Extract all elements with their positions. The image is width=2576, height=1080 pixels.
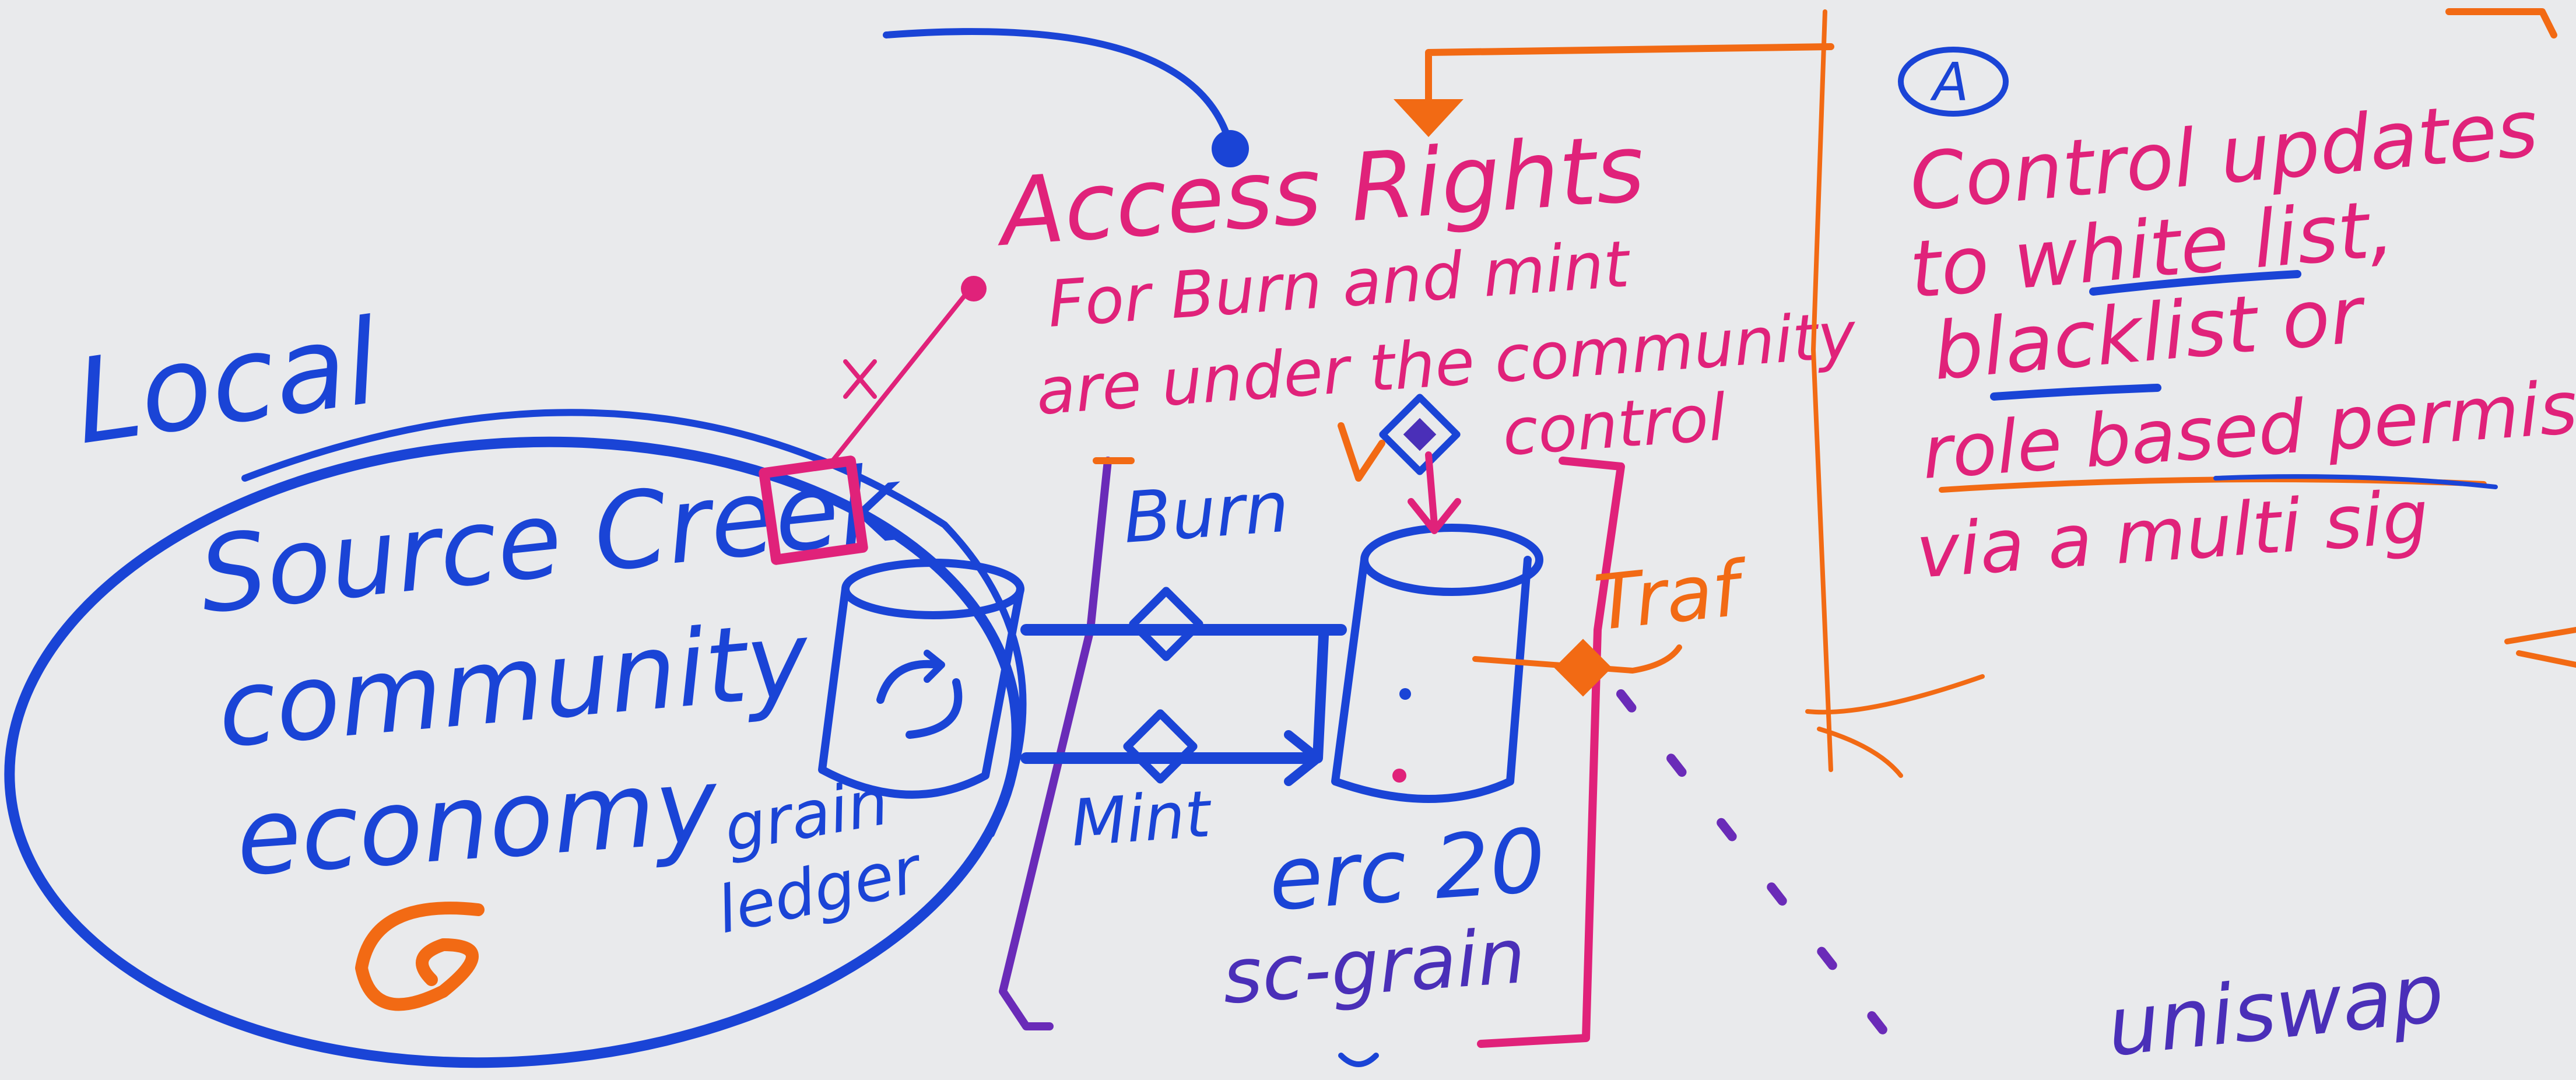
community-name-line3: economy	[232, 745, 722, 900]
access-connector-line	[826, 289, 970, 469]
token-underline	[1338, 1053, 1379, 1067]
orange-check-mark	[1338, 422, 1385, 482]
at-sign-icon	[355, 902, 485, 1011]
control-diamond-node-icon	[1379, 394, 1461, 475]
community-oval	[4, 436, 1022, 1068]
lock-square-icon	[759, 455, 868, 565]
blacklist-underline	[1990, 384, 2161, 401]
notes-panel-orange-scribble	[1805, 674, 1985, 778]
transfer-diamond-node-icon	[1554, 639, 1612, 697]
notes-panel-top-right-mark	[2445, 8, 2557, 38]
control-down-arrow	[1408, 451, 1461, 534]
top-blue-connector	[883, 28, 1234, 149]
transfer-label: Traf	[1590, 543, 1753, 648]
cross-mark	[843, 359, 877, 399]
sync-arrows-icon	[876, 650, 963, 739]
burn-diamond-node-icon	[1129, 587, 1203, 661]
notes-orange-arrowhead	[1394, 99, 1464, 137]
notes-orange-connector	[1425, 43, 1834, 120]
white-list-underline	[2089, 270, 2301, 296]
arrow-connector	[1312, 630, 1329, 763]
grain-ledger-database-icon	[818, 559, 1024, 799]
mint-diamond-node-icon	[1123, 709, 1198, 784]
role-based-underline-blue	[2213, 474, 2498, 489]
contract-bracket-right	[1477, 457, 1625, 1048]
top-blue-connector-dot	[1212, 130, 1249, 167]
note-line5: via a multi sig	[1914, 475, 2431, 595]
note-marker-circle: A	[1898, 47, 2009, 117]
burn-label: Burn	[1121, 467, 1291, 559]
transfer-arrow	[1472, 644, 1682, 674]
notes-panel-left-edge	[1811, 9, 1833, 772]
notes-panel-right-mark	[2504, 627, 2576, 668]
token-label-line2: sc-grain	[1220, 911, 1529, 1021]
contract-bracket-left	[999, 457, 1112, 1030]
uniswap-dashed-connector	[1616, 689, 1894, 1043]
control-diamond-fill	[1403, 418, 1437, 451]
access-connector-dot	[961, 276, 987, 301]
community-oval-inner-stroke	[241, 409, 1027, 837]
note-marker-label: A	[1930, 52, 1969, 113]
uniswap-label: uniswap	[2103, 945, 2448, 1075]
erc20-database-icon	[1331, 524, 1543, 803]
token-label-line1: erc 20	[1265, 810, 1549, 931]
access-rights-line3: control	[1500, 380, 1729, 469]
mint-label: Mint	[1069, 776, 1215, 861]
